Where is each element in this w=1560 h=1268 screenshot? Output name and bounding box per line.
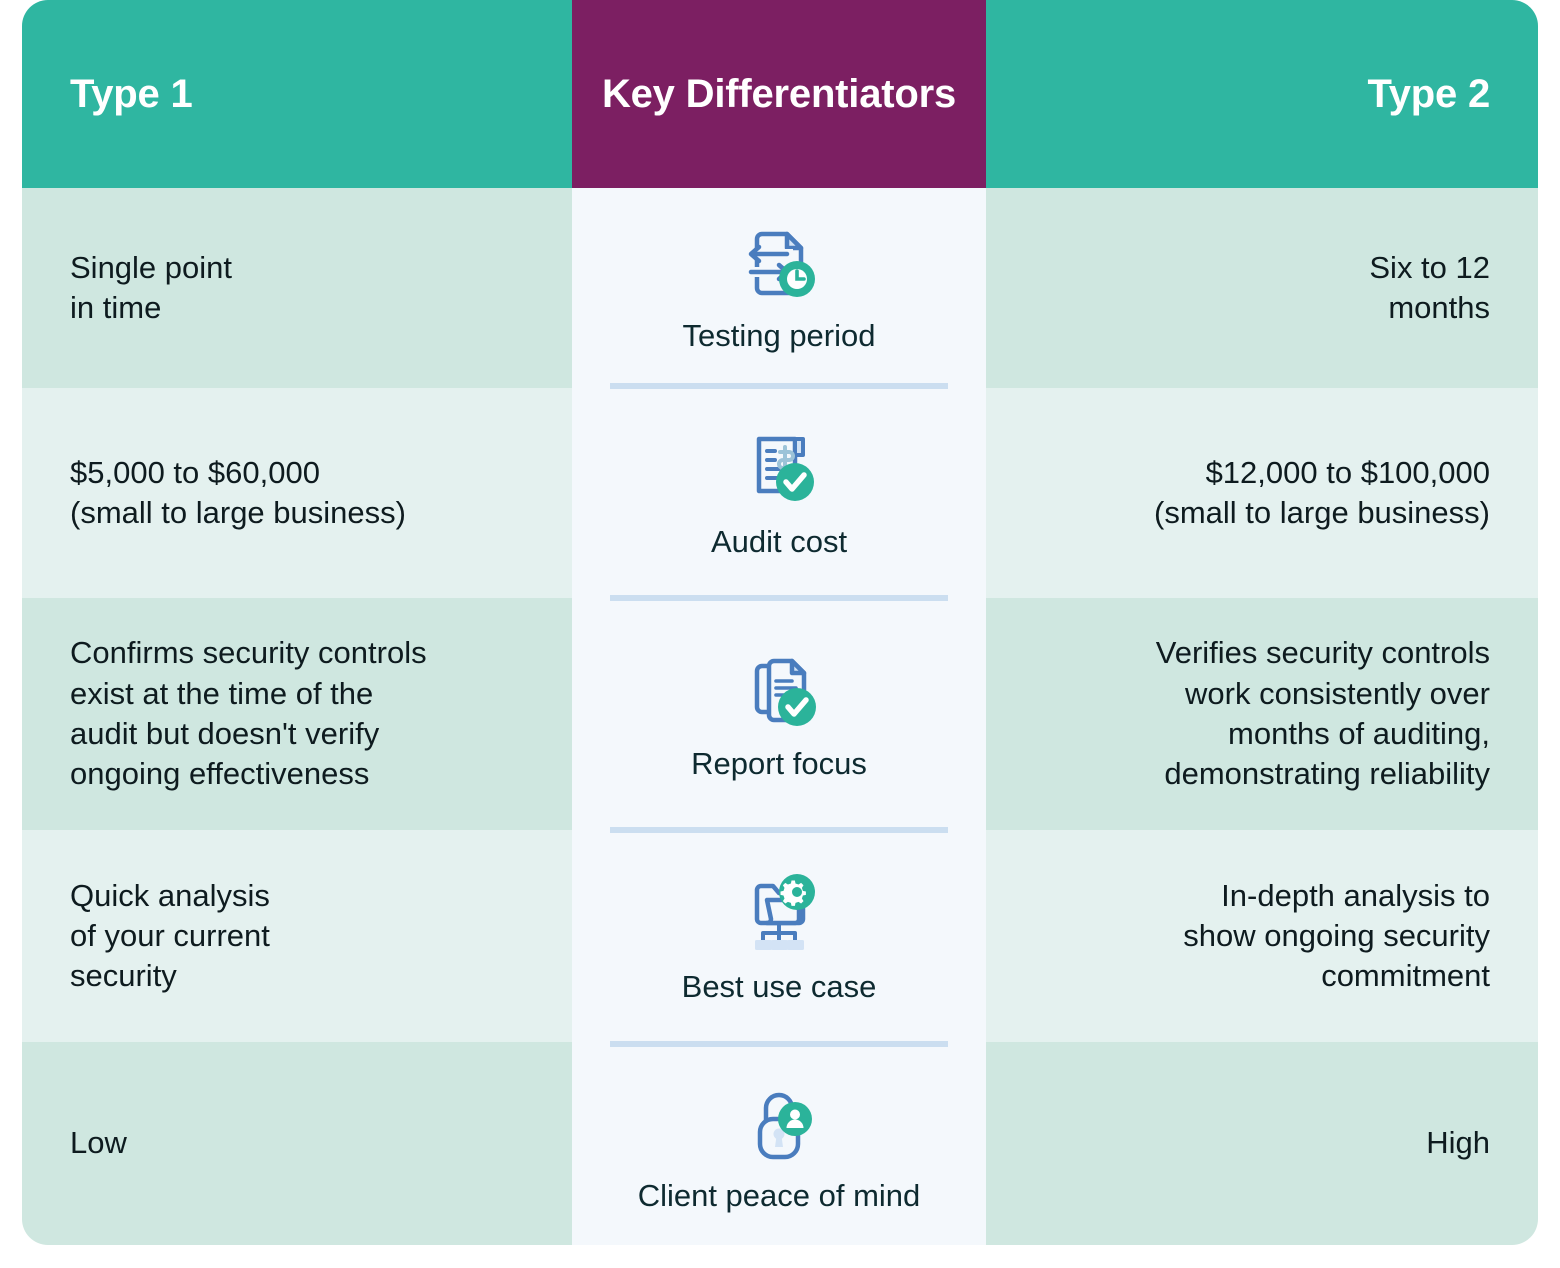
- folder-gear-hierarchy-icon: [731, 868, 827, 964]
- differentiator-client-peace-of-mind: Client peace of mind: [572, 1047, 986, 1245]
- row-divider: [610, 383, 948, 390]
- differentiator-report-focus: Report focus: [572, 601, 986, 828]
- differentiator-label: Client peace of mind: [637, 1178, 921, 1214]
- differentiator-label: Testing period: [682, 318, 876, 354]
- differentiator-label: Audit cost: [710, 524, 848, 560]
- type-2-cell-best-use-case: In-depth analysis to show ongoing securi…: [986, 830, 1538, 1042]
- header-type-1: Type 1: [22, 0, 572, 188]
- documents-check-icon: [731, 645, 827, 741]
- header-key-differentiators: Key Differentiators: [572, 0, 986, 188]
- type-2-cell-report-focus: Verifies security controls work consiste…: [986, 598, 1538, 830]
- differentiator-label: Best use case: [681, 969, 877, 1005]
- differentiator-label: Report focus: [691, 746, 867, 782]
- type-2-cell-testing-period: Six to 12 months: [986, 188, 1538, 388]
- type-1-cell-testing-period: Single point in time: [22, 188, 572, 388]
- type-1-body: Single point in time $5,000 to $60,000 (…: [22, 188, 572, 1245]
- row-divider: [610, 827, 948, 834]
- column-key-differentiators: Key Differentiators: [572, 0, 986, 1245]
- type-2-cell-audit-cost: $12,000 to $100,000 (small to large busi…: [986, 388, 1538, 598]
- key-differentiators-body: Testing period Audit cost: [572, 188, 986, 1245]
- row-divider: [610, 594, 948, 601]
- type-1-cell-audit-cost: $5,000 to $60,000 (small to large busine…: [22, 388, 572, 598]
- column-type-2: Type 2 Six to 12 months $12,000 to $100,…: [986, 0, 1538, 1245]
- padlock-person-icon: [731, 1077, 827, 1173]
- column-type-1: Type 1 Single point in time $5,000 to $6…: [22, 0, 572, 1245]
- differentiator-best-use-case: Best use case: [572, 833, 986, 1040]
- type-2-body: Six to 12 months $12,000 to $100,000 (sm…: [986, 188, 1538, 1245]
- differentiator-testing-period: Testing period: [572, 188, 986, 383]
- type-1-cell-report-focus: Confirms security controls exist at the …: [22, 598, 572, 830]
- type-1-cell-client-peace-of-mind: Low: [22, 1042, 572, 1245]
- type-2-cell-client-peace-of-mind: High: [986, 1042, 1538, 1245]
- document-exchange-clock-icon: [731, 217, 827, 313]
- type-1-cell-best-use-case: Quick analysis of your current security: [22, 830, 572, 1042]
- header-type-2: Type 2: [986, 0, 1538, 188]
- differentiator-audit-cost: Audit cost: [572, 389, 986, 594]
- invoice-dollar-check-icon: [731, 423, 827, 519]
- row-divider: [610, 1040, 948, 1047]
